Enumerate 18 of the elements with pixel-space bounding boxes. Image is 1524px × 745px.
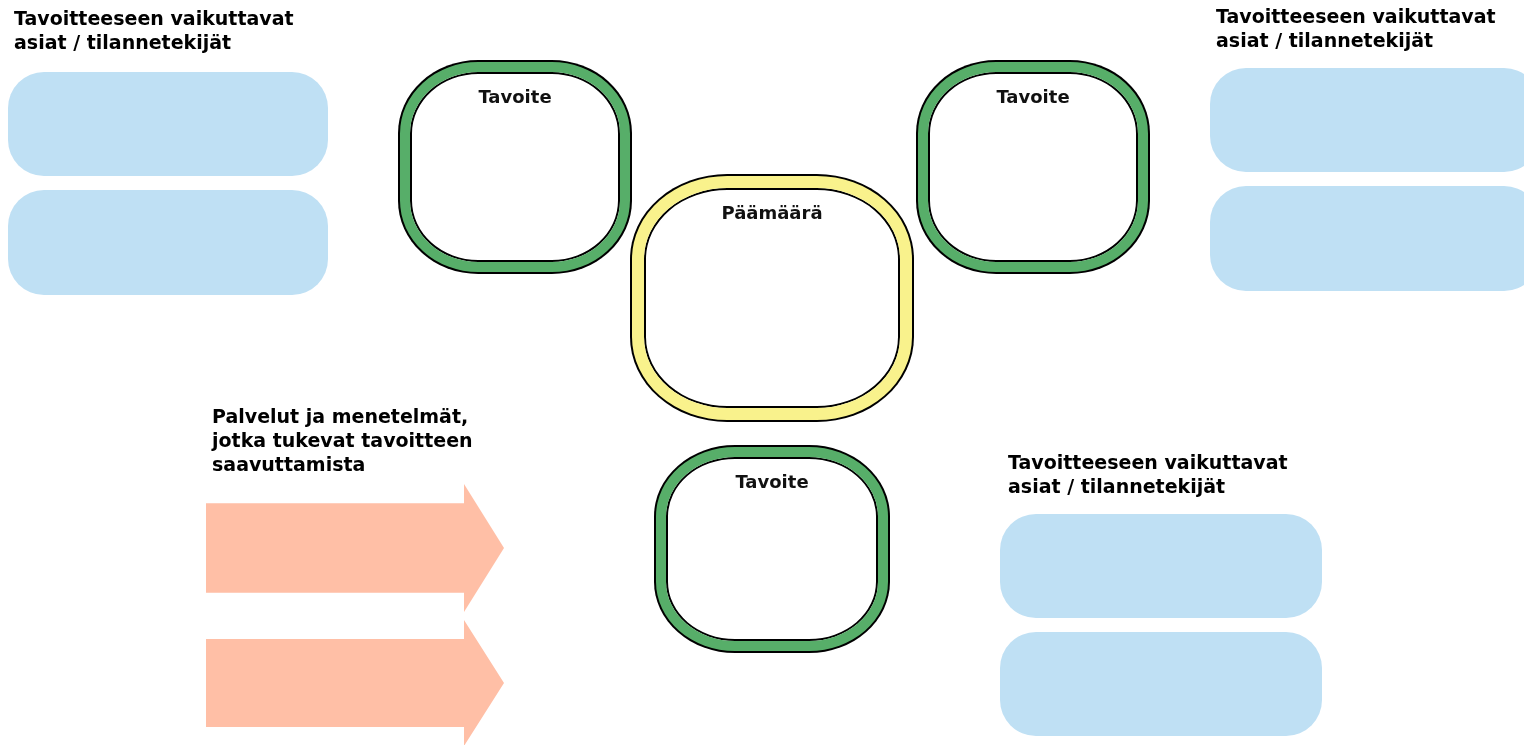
goal-frame bbox=[632, 176, 912, 420]
heading-label: Tavoitteeseen vaikuttavat asiat / tilannetekijät bbox=[14, 6, 295, 54]
heading-label: Tavoitteeseen vaikuttavat asiat / tilannetekijät bbox=[1008, 450, 1289, 498]
frame-title: Päämäärä bbox=[721, 202, 823, 223]
goal-frame bbox=[918, 62, 1148, 272]
rounded-box bbox=[1210, 68, 1524, 172]
goal-frame bbox=[400, 62, 630, 272]
rounded-box bbox=[1210, 186, 1524, 291]
heading-label: Palvelut ja menetelmät, jotka tukevat tavoitteen saavuttamista bbox=[212, 404, 474, 476]
rounded-box bbox=[8, 72, 328, 176]
heading-label: Tavoitteeseen vaikuttavat asiat / tilannetekijät bbox=[1216, 4, 1497, 52]
rounded-box bbox=[1000, 514, 1322, 618]
rounded-box bbox=[1000, 632, 1322, 736]
rounded-box bbox=[8, 190, 328, 295]
goal-frame bbox=[656, 447, 888, 651]
frame-title: Tavoite bbox=[996, 86, 1070, 107]
frame-title: Tavoite bbox=[735, 471, 809, 492]
frame-title: Tavoite bbox=[478, 86, 552, 107]
